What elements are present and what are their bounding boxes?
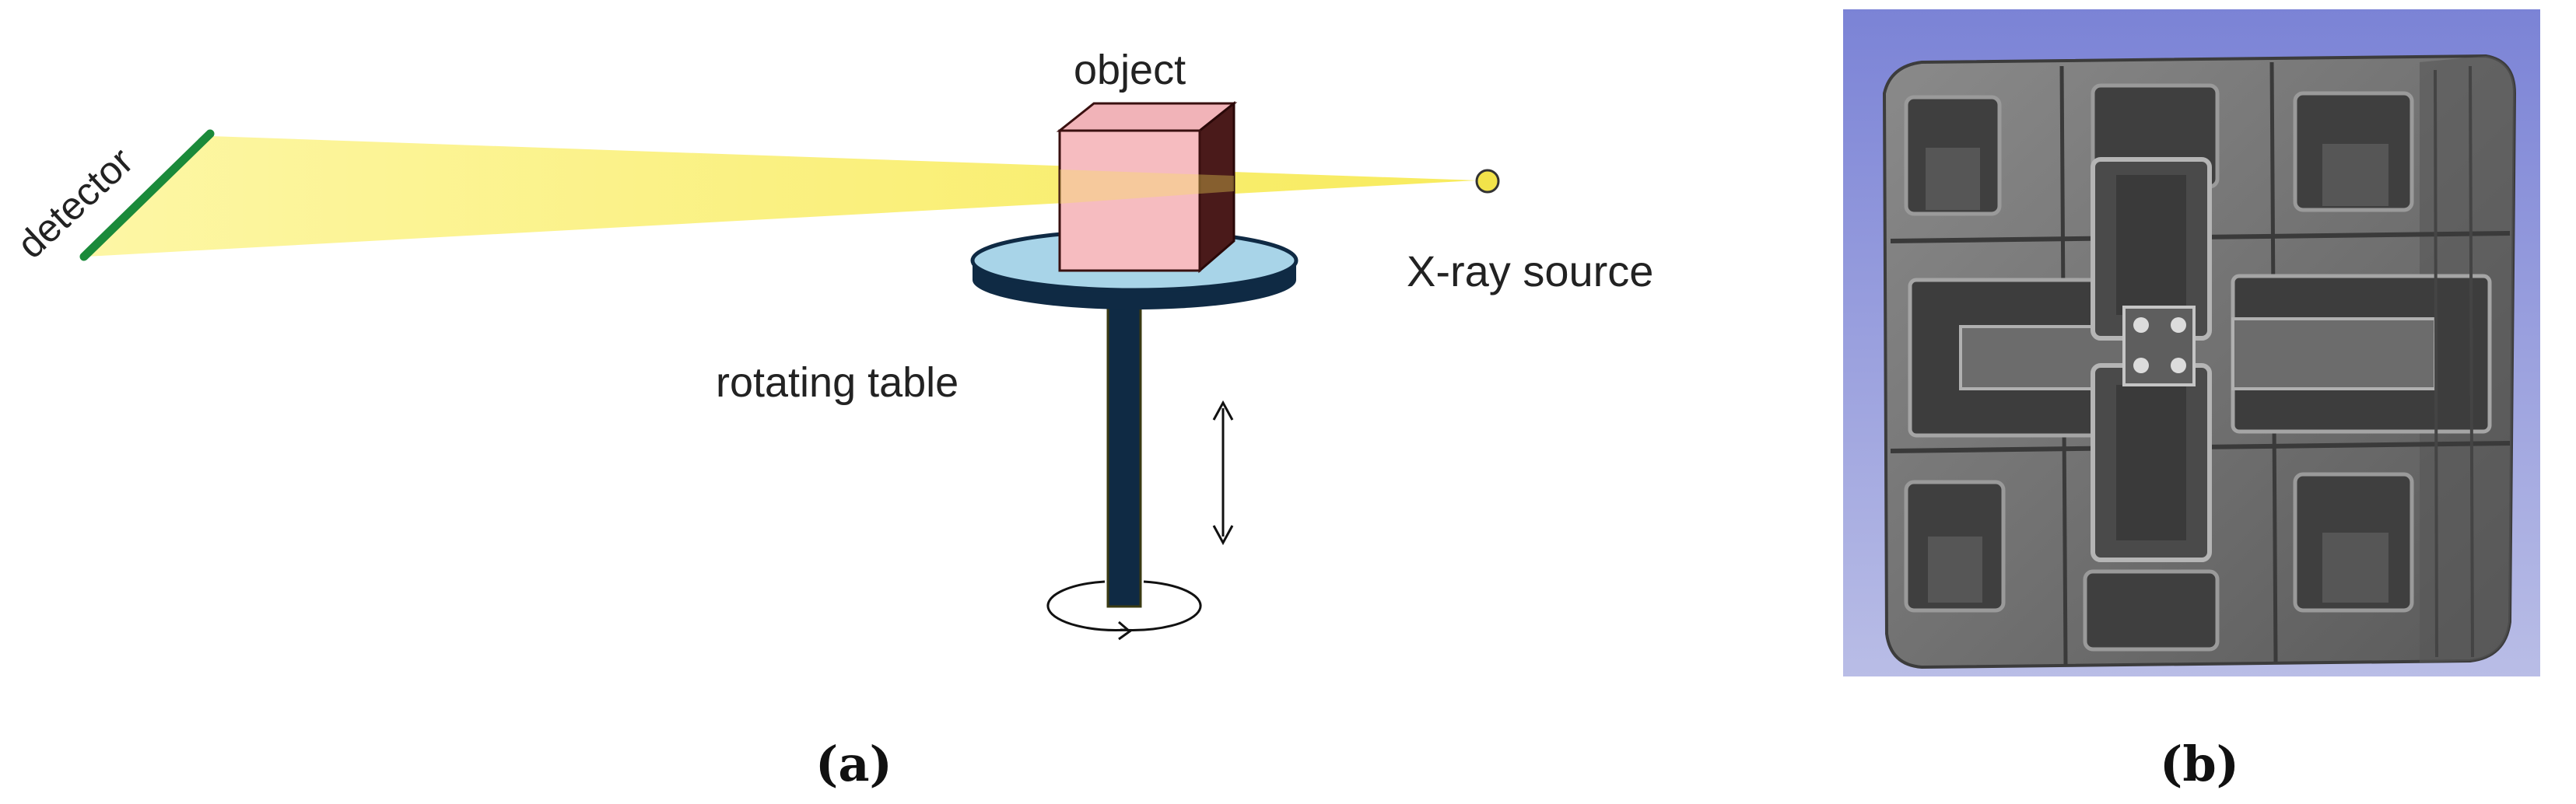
table-stem xyxy=(1108,289,1141,606)
panel-a-caption: (a) xyxy=(815,736,892,792)
xray-source-point xyxy=(1477,170,1498,192)
vertical-translation-arrow xyxy=(1214,403,1232,543)
rotating-table-label: rotating table xyxy=(716,359,959,406)
panel-b-caption: (b) xyxy=(2160,736,2239,792)
panel-b-ct-render: (b) xyxy=(1843,9,2540,792)
object-cube xyxy=(1060,103,1234,271)
xray-source-label: X-ray source xyxy=(1407,246,1653,295)
ct-cube-model xyxy=(1884,56,2515,667)
object-label: object xyxy=(1074,47,1186,93)
panel-a-setup-diagram: detector object X-ray source rotating ta… xyxy=(9,47,1653,792)
xray-beam xyxy=(86,136,1477,257)
